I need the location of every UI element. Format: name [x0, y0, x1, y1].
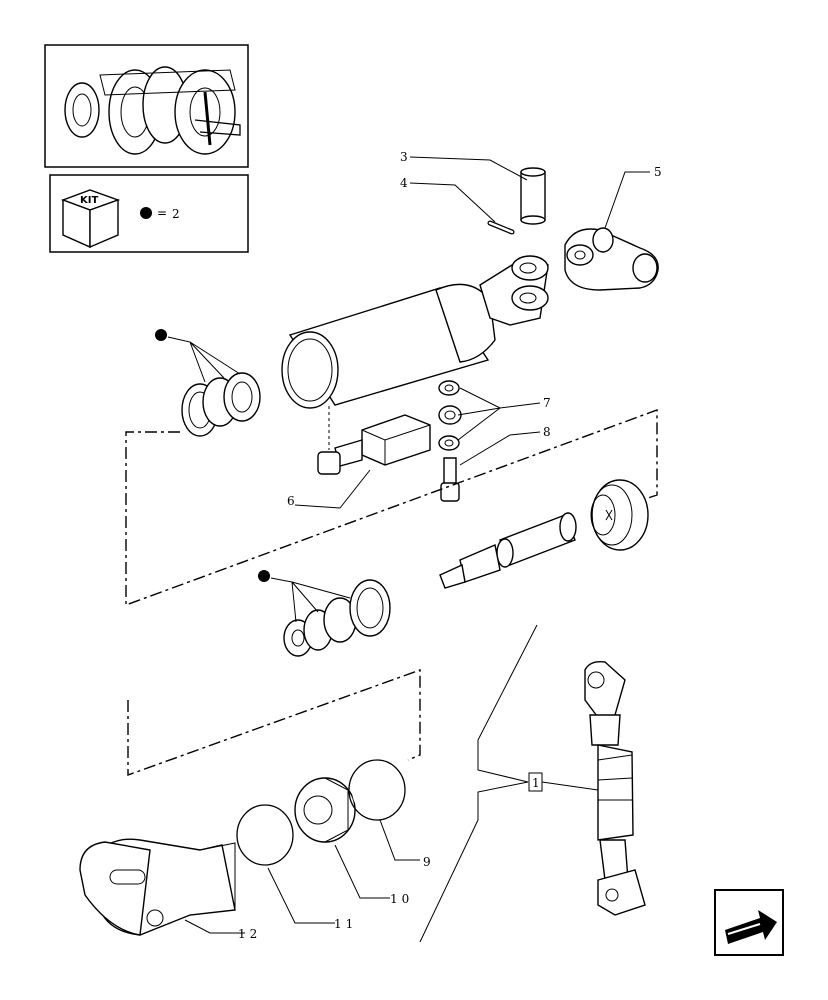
part-retaining-ring	[348, 759, 406, 821]
kit-dot-icon	[258, 570, 270, 582]
part-cylinder	[281, 255, 549, 409]
tractor-thumbnail-icon[interactable]	[44, 44, 249, 168]
kit-legend: KIT = 2	[49, 174, 249, 253]
kit-dot-icon	[140, 207, 152, 219]
part-piston-rod	[439, 512, 577, 589]
callout-3: 3	[400, 150, 408, 164]
callout-6: 6	[287, 494, 295, 508]
part-seal-set-top	[155, 329, 261, 437]
part-piston	[590, 479, 649, 551]
part-seal-set-lower	[258, 570, 391, 657]
next-page-arrow-icon[interactable]	[714, 889, 784, 956]
part-end-seal	[294, 777, 356, 843]
part-washers	[438, 380, 462, 451]
kit-number: 2	[172, 207, 180, 221]
callout-10: 10	[390, 892, 413, 906]
part-split-pin	[487, 220, 515, 235]
callout-labels: 1 3 4 5 6 7 8 9 10 11 12	[238, 150, 662, 941]
callout-12: 12	[238, 927, 261, 941]
assembly-outline-upper	[125, 408, 658, 607]
callout-11: 11	[334, 917, 357, 931]
part-pin	[520, 167, 546, 225]
callout-7: 7	[543, 396, 551, 410]
part-snap-ring	[236, 804, 294, 866]
part-clevis-top	[564, 227, 659, 291]
kit-label: KIT	[80, 195, 98, 206]
part-clevis-bottom	[79, 838, 236, 936]
guide-lines	[419, 624, 538, 943]
kit-dot-icon	[155, 329, 167, 341]
part-top-link	[584, 660, 646, 916]
callout-8: 8	[543, 425, 551, 439]
callout-1: 1	[532, 776, 540, 790]
part-screw	[440, 457, 460, 502]
callout-box-1	[528, 772, 543, 792]
part-valve-block	[317, 406, 431, 475]
callout-5: 5	[654, 165, 662, 179]
kit-equals: =	[157, 206, 167, 220]
assembly-outline-lower	[127, 669, 421, 776]
leader-lines	[184, 156, 650, 934]
callout-4: 4	[400, 176, 408, 190]
callout-9: 9	[423, 855, 431, 869]
